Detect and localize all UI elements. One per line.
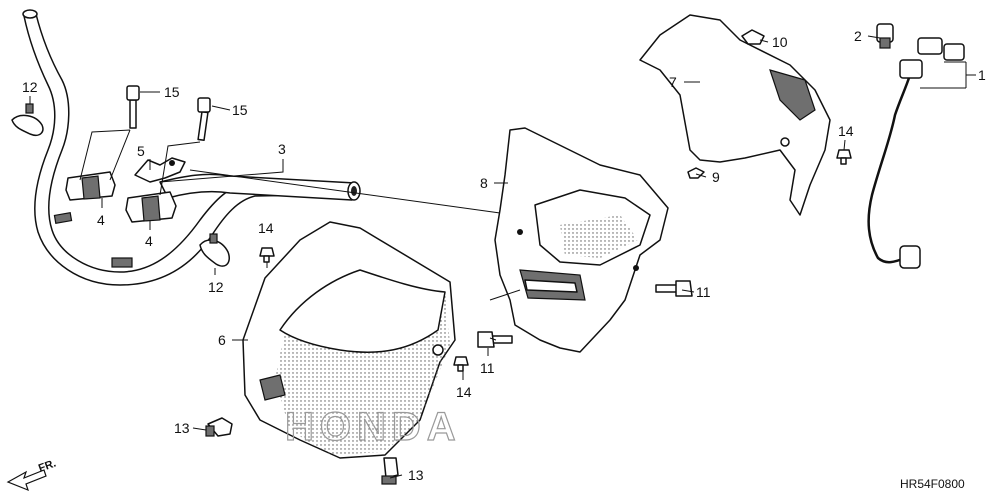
handle-pipe: [159, 173, 361, 201]
screw-14-a: [259, 247, 275, 263]
brand-watermark: HONDA: [285, 405, 462, 449]
screw-14-b: [453, 356, 469, 372]
callout-1: 1: [978, 67, 986, 83]
callout-4-a: 4: [97, 212, 105, 228]
callout-7: 7: [669, 74, 677, 90]
callout-11-a: 11: [696, 284, 711, 300]
callout-15-a: 15: [164, 84, 180, 100]
callout-14-a: 14: [258, 220, 274, 236]
screw-11-a: [655, 280, 693, 297]
callout-3: 3: [278, 141, 286, 157]
screw-14-c: [836, 149, 852, 165]
screw-11-b: [477, 331, 513, 348]
bolt-15-a: [126, 85, 140, 129]
front-cover: [639, 14, 831, 216]
callout-6: 6: [218, 332, 226, 348]
callout-5: 5: [137, 143, 145, 159]
leader-lines: [29, 35, 976, 479]
headlight-case: [242, 221, 456, 459]
headlight-stay: [494, 127, 669, 353]
clip-13-a: [205, 417, 233, 437]
callout-12-b: 12: [208, 279, 224, 295]
handlebar-holder-upper: [65, 171, 116, 201]
callout-2: 2: [854, 28, 862, 44]
callout-13-b: 13: [408, 467, 424, 483]
handlebar: [22, 9, 306, 286]
direction-label: FR.: [37, 457, 58, 474]
callout-11-b: 11: [480, 360, 495, 376]
callout-10: 10: [772, 34, 788, 50]
callout-4-b: 4: [145, 233, 153, 249]
socket-2: [876, 23, 894, 49]
drawing-code: HR54F0800: [900, 477, 965, 491]
callout-14-c: 14: [838, 123, 854, 139]
wire-harness: [867, 37, 965, 269]
clip-13-b: [381, 457, 399, 485]
grommet-9: [687, 167, 705, 179]
bracket-5: [134, 157, 186, 183]
cable-band-12-a: [11, 103, 44, 137]
front-direction-arrow: FR.: [6, 457, 58, 492]
callout-13-a: 13: [174, 420, 190, 436]
callout-9: 9: [712, 169, 720, 185]
callout-15-b: 15: [232, 102, 248, 118]
bolt-15-b: [197, 97, 211, 142]
cable-band-12-b: [199, 233, 230, 267]
callout-14-b: 14: [456, 384, 472, 400]
callout-12-a: 12: [22, 79, 38, 95]
handlebar-holder-lower: [125, 191, 177, 223]
callout-8: 8: [480, 175, 488, 191]
